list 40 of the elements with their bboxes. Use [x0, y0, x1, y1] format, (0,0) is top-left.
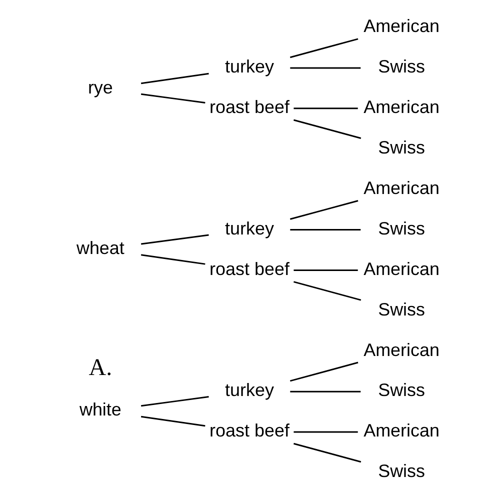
connector — [140, 396, 208, 407]
node-text: rye — [87, 78, 112, 98]
connector — [140, 254, 205, 265]
node-text: Swiss — [378, 218, 425, 238]
node-text: Swiss — [378, 299, 425, 320]
node-text: American — [363, 178, 440, 198]
node-text: turkey — [224, 380, 274, 400]
connector — [140, 416, 205, 427]
node-text: roast beef — [209, 420, 289, 441]
node-text: American — [363, 258, 440, 279]
node-text: Swiss — [378, 56, 425, 77]
connector — [293, 431, 358, 433]
connector — [293, 281, 361, 301]
connector — [293, 442, 361, 463]
node-text: turkey — [224, 218, 274, 238]
connector — [290, 390, 360, 392]
node-text: Swiss — [378, 461, 425, 482]
connector — [289, 38, 358, 58]
node-text: American — [363, 97, 440, 118]
node-text: Swiss — [378, 138, 425, 158]
node-text: roast beef — [209, 97, 289, 118]
node-text: American — [363, 420, 440, 441]
connector — [289, 362, 358, 382]
node-text: turkey — [224, 56, 274, 77]
label: A. — [88, 354, 112, 381]
connector — [290, 229, 360, 231]
connector — [140, 93, 205, 104]
node-text: American — [363, 340, 440, 360]
node-text: white — [78, 400, 121, 420]
connector — [293, 119, 361, 139]
connector — [293, 269, 358, 271]
node-text: American — [363, 16, 440, 36]
node-text: roast beef — [209, 258, 289, 279]
connector — [290, 67, 360, 69]
connector — [140, 234, 208, 245]
connector — [140, 72, 208, 84]
connector — [293, 108, 358, 110]
node-text: wheat — [76, 238, 124, 258]
connector — [289, 200, 358, 220]
node-text: Swiss — [378, 380, 425, 400]
